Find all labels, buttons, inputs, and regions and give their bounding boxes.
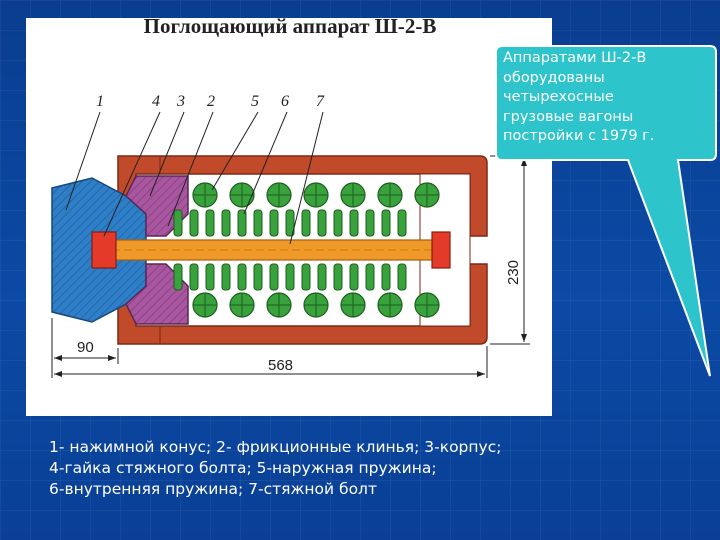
friction-wedges <box>125 175 189 325</box>
tie-bolt <box>99 239 441 261</box>
part-label-3: 3 <box>176 93 185 110</box>
inner-spring <box>173 209 407 291</box>
callout-bubble <box>495 45 717 377</box>
dimension-arrows <box>54 158 527 377</box>
part-label-5: 5 <box>251 93 259 110</box>
legend-line: 4-гайка стяжного болта; 5-наружная пружи… <box>49 459 437 477</box>
outer-spring <box>192 182 440 318</box>
dimension-lines <box>51 155 530 378</box>
callout-line: оборудованы <box>503 69 605 86</box>
part-label-4: 4 <box>152 93 160 110</box>
part-label-1: 1 <box>96 93 104 110</box>
dimension-height-label: 230 <box>505 260 522 285</box>
leader-lines <box>65 111 324 245</box>
dimension-offset-label: 90 <box>77 339 94 356</box>
diagram-title: Поглощающий аппарат Ш-2-В <box>143 14 437 38</box>
dimension-length-label: 568 <box>268 357 293 374</box>
legend-line: 6-внутренняя пружина; 7-стяжной болт <box>49 480 377 498</box>
parts-legend: 1- нажимной конус; 2- фрикционные клинья… <box>49 437 709 500</box>
bolt-nut <box>91 231 451 269</box>
callout-line: Аппаратами Ш-2-В <box>503 50 647 66</box>
callout-line: грузовые вагоны <box>503 108 634 125</box>
part-label-7: 7 <box>316 93 325 110</box>
callout-line: постройки с 1979 г. <box>503 128 655 144</box>
callout-line: четырехосные <box>503 89 614 105</box>
legend-line: 1- нажимной конус; 2- фрикционные клинья… <box>49 438 502 456</box>
part-label-2: 2 <box>207 93 215 110</box>
callout-text: Аппаратами Ш-2-В оборудованы четырехосны… <box>503 49 703 147</box>
part-label-6: 6 <box>281 93 289 110</box>
